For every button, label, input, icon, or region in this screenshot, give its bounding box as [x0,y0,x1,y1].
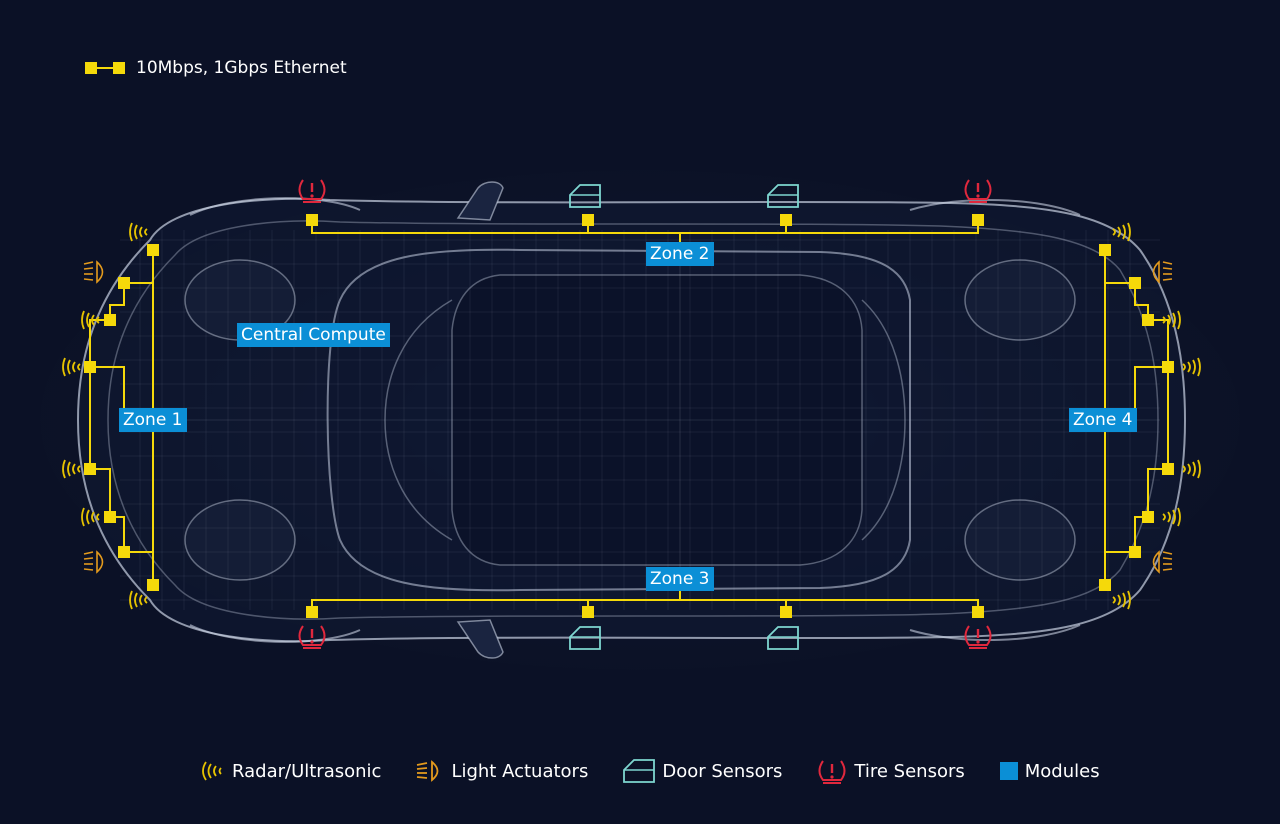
ethernet-wire [89,283,125,367]
ethernet-node [118,546,130,558]
radar-sensor-icon [129,590,148,610]
tire-sensor-icon [818,760,846,784]
ethernet-node [972,606,984,618]
ethernet-node [306,606,318,618]
ethernet-node [582,214,594,226]
central-compute-label: Central Compute [237,323,390,347]
radar-sensor-icon [62,357,81,377]
legend-label-module: Modules [1024,760,1100,782]
ethernet-node [582,606,594,618]
radar-sensor-icon [1162,310,1181,330]
radar-sensor-icon [1182,459,1201,479]
ethernet-node [84,361,96,373]
legend-label-light: Light Actuators [451,760,589,782]
wheel-rear-right [964,499,1076,581]
wheel-front-right [184,499,296,581]
door-sensor-icon [767,184,799,208]
door-sensor-icon [569,184,601,208]
door-sensor-icon [569,626,601,650]
tire-sensor-icon [298,179,326,203]
module-icon [999,762,1018,780]
car-inner-outline [107,220,1159,620]
tire-sensor-icon [964,625,992,649]
legend-label-radar: Radar/Ultrasonic [232,760,382,782]
radar-sensor-icon [81,507,100,527]
zone-3-label: Zone 3 [646,567,714,591]
mirror-top [456,181,504,221]
ethernet-legend: 10Mbps, 1Gbps Ethernet [84,56,347,80]
module-nodes [84,214,1174,618]
radar-sensor-icon [1112,590,1131,610]
ethernet-node [1142,314,1154,326]
tire-sensor-icon [964,179,992,203]
ethernet-node [1162,361,1174,373]
radar-sensor-icon [81,310,100,330]
ethernet-node [104,511,116,523]
car-roof [451,274,863,566]
car-windshield [384,299,453,541]
legend-label-tire: Tire Sensors [854,760,965,782]
tire-sensor-icon [298,625,326,649]
fender-bottom-left [189,624,361,643]
light-actuator-icon [417,760,439,782]
fender-bottom-right [909,624,1081,641]
mirror-bottom [456,619,504,659]
ethernet-node [306,214,318,226]
ethernet-node [1099,244,1111,256]
radar-sensor-icon [129,222,148,242]
ethernet-node [972,214,984,226]
ethernet-node [1129,546,1141,558]
wheel-rear-left [964,259,1076,341]
legend-item-radar: Radar/Ultrasonic [200,759,381,783]
ethernet-wire [1134,366,1168,420]
light-actuator-icon [83,550,104,574]
ethernet-node [84,463,96,475]
legend-item-door: Door Sensors [622,758,782,784]
radar-sensor-icon [62,459,81,479]
legend-label-door: Door Sensors [662,760,783,782]
light-actuator-icon [83,260,104,284]
light-actuator-icon [1152,260,1173,284]
ethernet-legend-label: 10Mbps, 1Gbps Ethernet [136,58,347,78]
door-sensor-icon [623,759,656,783]
ethernet-link-icon [85,62,125,74]
legend-item-tire: Tire Sensors [816,757,965,785]
zone-4-label: Zone 4 [1069,408,1137,432]
ethernet-node [147,244,159,256]
ethernet-wire [90,366,125,420]
door-sensor-icon [767,626,799,650]
ethernet-node [1162,463,1174,475]
light-actuator-icon [1152,550,1173,574]
fender-top-left [189,197,361,216]
legend-item-light: Light Actuators [415,759,588,783]
car-rear-window [861,299,906,541]
ethernet-wire [311,220,979,234]
legend-item-module: Modules [999,761,1100,782]
ethernet-wire [1134,283,1169,367]
zone-1-label: Zone 1 [119,408,187,432]
ethernet-node [1142,511,1154,523]
radar-sensor-icon [1112,222,1131,242]
component-legend: Radar/Ultrasonic Light Actuators Door Se… [200,756,1100,786]
radar-sensor-icon [1162,507,1181,527]
fender-top-right [909,199,1081,216]
radar-sensor-icon [1182,357,1201,377]
ethernet-node [1129,277,1141,289]
ethernet-node [780,606,792,618]
ethernet-node [1099,579,1111,591]
ethernet-node [780,214,792,226]
ethernet-node [104,314,116,326]
sensor-icons [62,179,1201,650]
zone-2-label: Zone 2 [646,242,714,266]
ethernet-node [147,579,159,591]
ethernet-node [118,277,130,289]
radar-icon [202,761,222,781]
